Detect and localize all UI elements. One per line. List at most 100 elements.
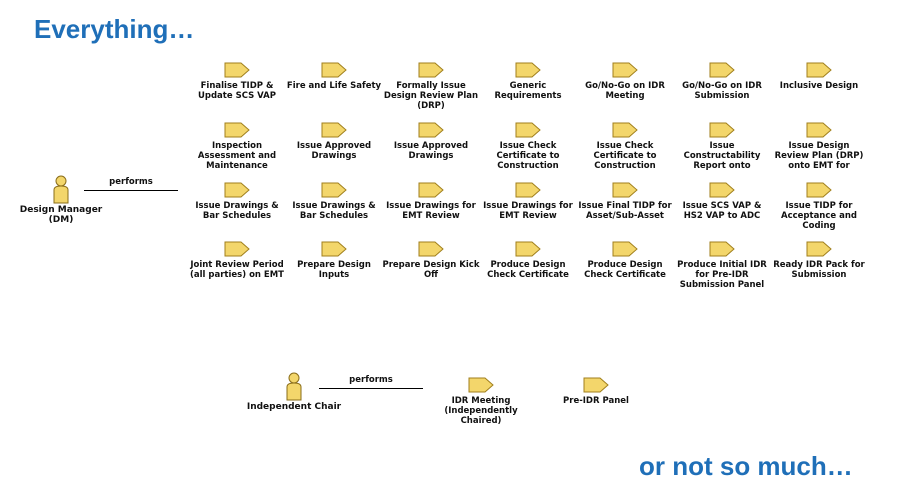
person-icon xyxy=(53,175,69,204)
actor-label: Design Manager (DM) xyxy=(19,205,103,225)
actor-label: Independent Chair xyxy=(246,402,342,412)
task-label: Joint Review Period (all parties) on EMT xyxy=(190,260,284,280)
task-label: Finalise TIDP & Update SCS VAP xyxy=(197,81,276,101)
task-label: Formally Issue Design Review Plan (DRP) xyxy=(383,81,479,111)
task-label: Issue Design Review Plan (DRP) onto EMT … xyxy=(774,141,864,171)
task-node[interactable]: Joint Review Period (all parties) on EMT xyxy=(188,241,286,280)
task-chevron-icon xyxy=(224,182,250,198)
footer-caption: or not so much… xyxy=(639,451,853,481)
task-chevron-icon xyxy=(321,122,347,138)
task-node[interactable]: Go/No-Go on IDR Submission xyxy=(673,62,771,101)
task-node[interactable]: Inspection Assessment and Maintenance xyxy=(188,122,286,171)
task-node[interactable]: Prepare Design Kick Off xyxy=(382,241,480,280)
task-chevron-icon xyxy=(418,122,444,138)
task-chevron-icon xyxy=(468,377,494,393)
task-chevron-icon xyxy=(709,122,735,138)
task-label: Produce Design Check Certificate xyxy=(584,260,666,280)
task-node[interactable]: Finalise TIDP & Update SCS VAP xyxy=(188,62,286,101)
task-chevron-icon xyxy=(418,241,444,257)
performs-link: performs xyxy=(84,173,178,193)
task-chevron-icon xyxy=(515,241,541,257)
task-chevron-icon xyxy=(612,182,638,198)
task-node[interactable]: Issue Drawings for EMT Review xyxy=(382,182,480,221)
task-label: Issue Final TIDP for Asset/Sub-Asset xyxy=(578,201,672,221)
task-label: Issue Constructability Report onto xyxy=(683,141,761,171)
task-node[interactable]: Issue Drawings & Bar Schedules xyxy=(285,182,383,221)
task-node[interactable]: Issue Approved Drawings xyxy=(382,122,480,161)
task-chevron-icon xyxy=(321,182,347,198)
task-label: Fire and Life Safety xyxy=(286,81,382,91)
task-label: Inclusive Design xyxy=(779,81,859,91)
task-chevron-icon xyxy=(806,241,832,257)
task-chevron-icon xyxy=(612,122,638,138)
task-chevron-icon xyxy=(806,182,832,198)
task-chevron-icon xyxy=(515,122,541,138)
task-node[interactable]: Inclusive Design xyxy=(770,62,868,91)
task-chevron-icon xyxy=(321,241,347,257)
task-node[interactable]: Issue Drawings & Bar Schedules xyxy=(188,182,286,221)
task-label: Produce Initial IDR for Pre-IDR Submissi… xyxy=(677,260,767,290)
task-label: Issue Check Certificate to Construction xyxy=(496,141,560,171)
task-label: Issue Drawings for EMT Review xyxy=(386,201,476,221)
task-chevron-icon xyxy=(612,62,638,78)
task-label: Ready IDR Pack for Submission xyxy=(773,260,865,280)
task-label: Issue Drawings for EMT Review xyxy=(483,201,573,221)
task-node[interactable]: Issue Design Review Plan (DRP) onto EMT … xyxy=(770,122,868,171)
task-label: IDR Meeting (Independently Chaired) xyxy=(444,396,518,426)
task-node[interactable]: Prepare Design Inputs xyxy=(285,241,383,280)
task-chevron-icon xyxy=(224,122,250,138)
task-label: Prepare Design Inputs xyxy=(297,260,371,280)
task-chevron-icon xyxy=(224,241,250,257)
task-node[interactable]: Issue Approved Drawings xyxy=(285,122,383,161)
task-node[interactable]: Issue Final TIDP for Asset/Sub-Asset xyxy=(576,182,674,221)
actor-design-manager[interactable]: Design Manager (DM) xyxy=(6,175,116,225)
task-chevron-icon xyxy=(583,377,609,393)
page-title: Everything… xyxy=(34,14,195,44)
task-node[interactable]: Issue Constructability Report onto xyxy=(673,122,771,171)
task-label: Generic Requirements xyxy=(494,81,562,101)
task-chevron-icon xyxy=(806,122,832,138)
task-node[interactable]: Go/No-Go on IDR Meeting xyxy=(576,62,674,101)
task-chevron-icon xyxy=(515,62,541,78)
task-label: Issue Drawings & Bar Schedules xyxy=(292,201,376,221)
task-chevron-icon xyxy=(418,62,444,78)
task-node[interactable]: Issue Drawings for EMT Review xyxy=(479,182,577,221)
task-label: Go/No-Go on IDR Meeting xyxy=(585,81,665,101)
task-label: Produce Design Check Certificate xyxy=(487,260,569,280)
task-node[interactable]: IDR Meeting (Independently Chaired) xyxy=(432,377,530,426)
task-node[interactable]: Issue SCS VAP & HS2 VAP to ADC xyxy=(673,182,771,221)
task-label: Issue Drawings & Bar Schedules xyxy=(195,201,279,221)
task-label: Go/No-Go on IDR Submission xyxy=(682,81,762,101)
task-label: Prepare Design Kick Off xyxy=(382,260,480,280)
task-chevron-icon xyxy=(418,182,444,198)
task-node[interactable]: Ready IDR Pack for Submission xyxy=(770,241,868,280)
task-node[interactable]: Formally Issue Design Review Plan (DRP) xyxy=(382,62,480,111)
task-node[interactable]: Pre-IDR Panel xyxy=(547,377,645,406)
task-chevron-icon xyxy=(224,62,250,78)
task-label: Issue Check Certificate to Construction xyxy=(593,141,657,171)
task-chevron-icon xyxy=(709,241,735,257)
task-label: Issue TIDP for Acceptance and Coding xyxy=(781,201,857,231)
person-icon xyxy=(286,372,302,401)
task-label: Pre-IDR Panel xyxy=(563,396,629,406)
task-label: Issue Approved Drawings xyxy=(296,141,372,161)
task-node[interactable]: Issue Check Certificate to Construction xyxy=(479,122,577,171)
task-chevron-icon xyxy=(709,62,735,78)
relation-label: performs xyxy=(109,177,153,187)
task-node[interactable]: Fire and Life Safety xyxy=(285,62,383,91)
task-node[interactable]: Issue TIDP for Acceptance and Coding xyxy=(770,182,868,231)
task-chevron-icon xyxy=(709,182,735,198)
task-node[interactable]: Generic Requirements xyxy=(479,62,577,101)
task-chevron-icon xyxy=(612,241,638,257)
task-node[interactable]: Produce Design Check Certificate xyxy=(576,241,674,280)
task-node[interactable]: Produce Design Check Certificate xyxy=(479,241,577,280)
relation-label: performs xyxy=(349,375,393,385)
task-chevron-icon xyxy=(515,182,541,198)
task-label: Inspection Assessment and Maintenance xyxy=(197,141,277,171)
actor-independent-chair[interactable]: Independent Chair xyxy=(239,372,349,412)
task-label: Issue SCS VAP & HS2 VAP to ADC xyxy=(682,201,762,221)
task-node[interactable]: Issue Check Certificate to Construction xyxy=(576,122,674,171)
task-node[interactable]: Produce Initial IDR for Pre-IDR Submissi… xyxy=(673,241,771,290)
task-chevron-icon xyxy=(806,62,832,78)
performs-link: performs xyxy=(319,371,423,391)
